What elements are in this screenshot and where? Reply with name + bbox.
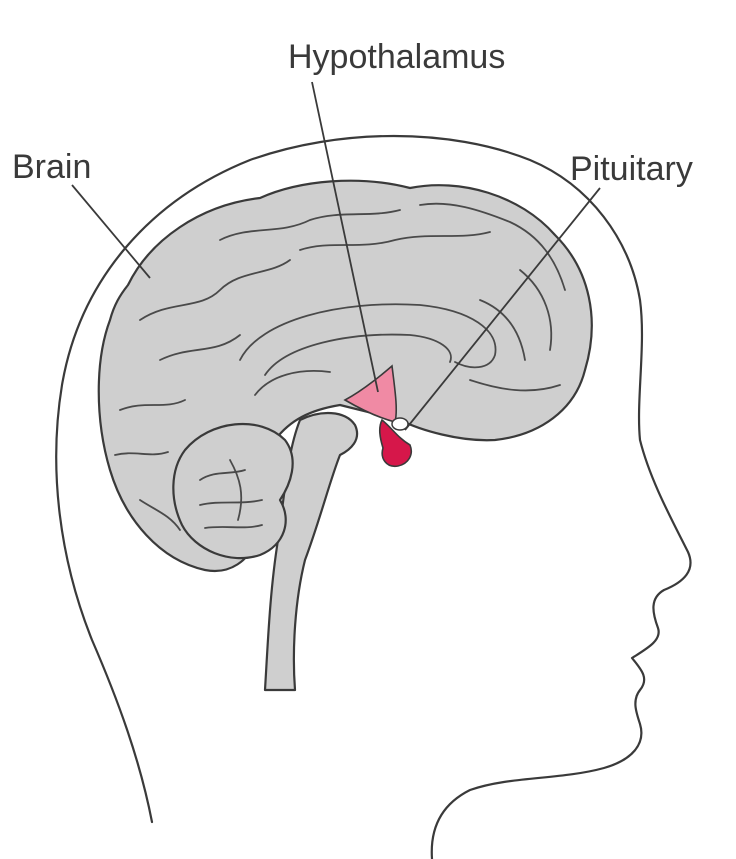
cortical-folds	[114, 202, 566, 531]
hypothalamus-label: Hypothalamus	[288, 38, 505, 76]
hypothalamus-leader-line	[311, 81, 379, 393]
cerebellum	[172, 422, 294, 560]
brain-leader-line	[71, 184, 151, 279]
head-outline	[55, 134, 692, 859]
pituitary-label: Pituitary	[570, 150, 693, 188]
pituitary-gland	[378, 418, 413, 468]
hypothalamus	[343, 364, 398, 423]
pituitary-leader-line	[404, 187, 601, 431]
brain-label: Brain	[12, 148, 91, 186]
optic-chiasm	[391, 417, 409, 431]
